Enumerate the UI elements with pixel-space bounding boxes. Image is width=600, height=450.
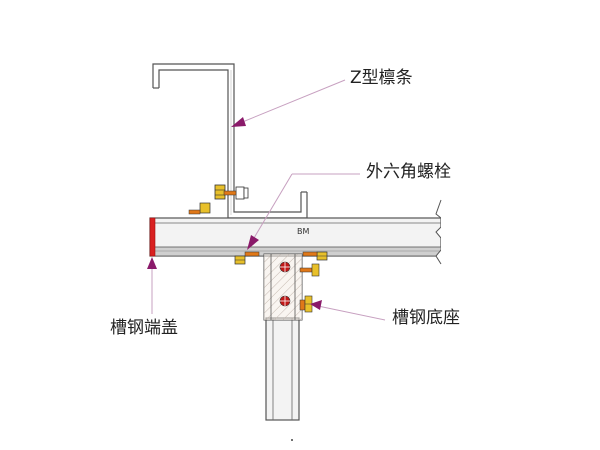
leader-z-purlin — [231, 79, 346, 127]
leader-end-cap — [147, 257, 157, 314]
purlin-bolt — [188, 184, 249, 215]
beam-mark: BM — [297, 227, 309, 236]
hex-bolt-left — [234, 251, 260, 265]
leader-channel-base — [310, 300, 386, 321]
label-channel-end-cap: 槽钢端盖 — [110, 318, 178, 338]
channel-end-cap — [149, 217, 156, 257]
label-z-purlin: Z型檩条 — [350, 68, 413, 88]
support-post — [265, 317, 300, 421]
label-hex-bolt: 外六角螺栓 — [366, 162, 451, 182]
channel-base — [263, 253, 303, 321]
label-channel-base: 槽钢底座 — [392, 308, 460, 328]
hex-bolt-right — [302, 251, 328, 261]
base-bolt-upper — [299, 263, 320, 277]
leader-hex-bolt — [247, 173, 360, 250]
stray-dot — [291, 439, 293, 441]
